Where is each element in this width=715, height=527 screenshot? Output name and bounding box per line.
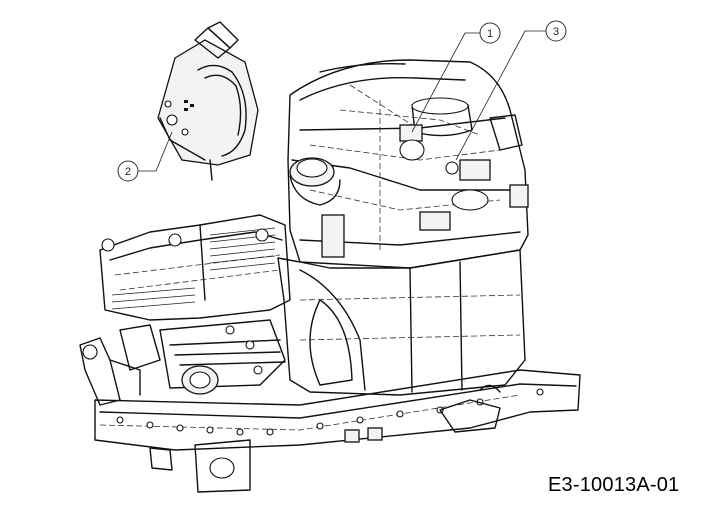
hood-lower-body (277, 249, 526, 396)
figure-reference-code: E3-10013A-01 (548, 474, 680, 496)
chassis-frame (94, 369, 581, 493)
callout-label-1: 1 (487, 28, 493, 40)
dashboard-housing (287, 59, 529, 269)
callout-label-3: 3 (553, 26, 559, 38)
callout-3: 3 (455, 20, 567, 161)
callout-2: 2 (117, 131, 173, 182)
engine-block (79, 214, 291, 406)
callout-1: 1 (411, 22, 501, 133)
callout-label-2: 2 (125, 166, 131, 178)
fuel-cap-part (157, 21, 259, 181)
